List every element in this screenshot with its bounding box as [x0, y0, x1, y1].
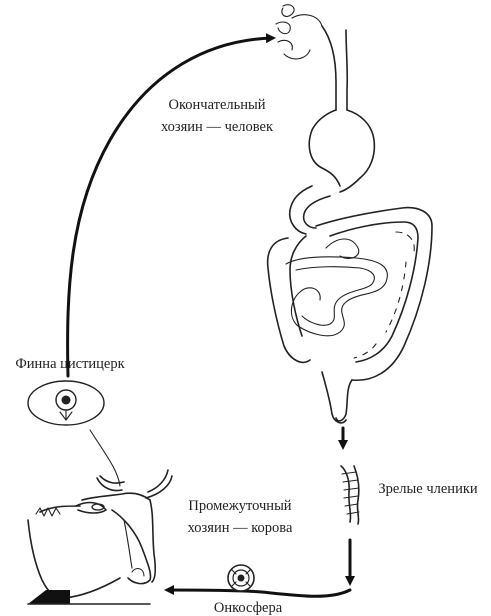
mature-segments-label: Зрелые членики: [378, 481, 478, 497]
mature-segments-icon: [340, 465, 360, 525]
human-digestive-tract: [266, 4, 433, 424]
intermediate-host-label-line1: Промежуточный: [188, 498, 291, 514]
intermediate-host-label-line2: хозяин — корова: [188, 520, 293, 536]
oncosphere-label: Онкосфера: [214, 600, 283, 616]
oncosphere-to-cow-arrow: [164, 585, 352, 598]
finna-pointer-line: [89, 429, 121, 487]
definitive-host-label-line1: Окончательный: [168, 97, 265, 113]
finna-cysticercus-icon: [27, 380, 105, 426]
finna-to-human-arrow: [66, 33, 276, 378]
definitive-host-label-line2: хозяин — человек: [161, 119, 274, 135]
oncosphere-egg-icon: [227, 564, 255, 592]
finna-label: Финна цистицерк: [15, 356, 125, 372]
cow-head: [27, 469, 173, 605]
